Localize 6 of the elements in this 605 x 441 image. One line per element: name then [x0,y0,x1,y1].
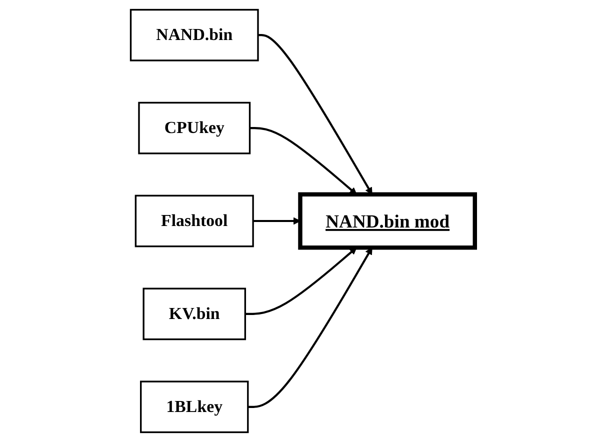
node-box: 1BLkey [140,380,248,433]
node-box: NAND.bin [130,8,259,61]
node-box: KV.bin [142,287,246,340]
node-box: NAND.bin mod [298,192,477,250]
node-box: Flashtool [134,194,254,247]
node-box: CPUkey [138,101,250,154]
